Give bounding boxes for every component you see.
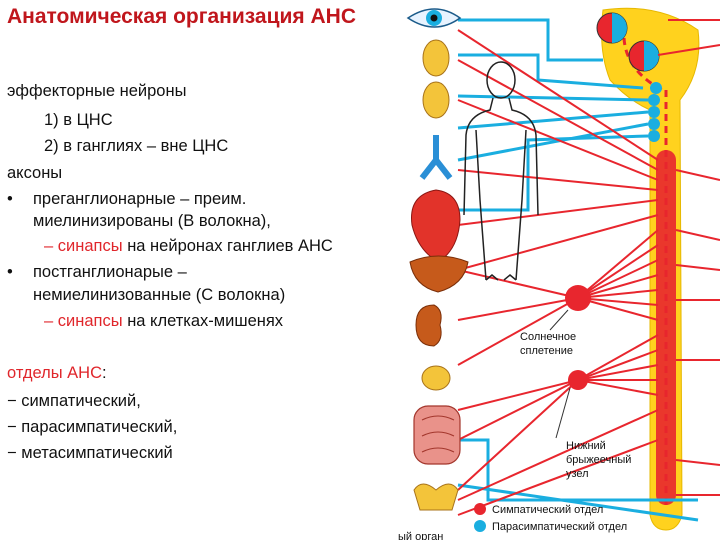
division-item-2: − парасимпатический, <box>7 418 178 436</box>
effectors-item-1: 1) в ЦНС <box>44 111 113 129</box>
divisions-heading: отделы АНС: <box>7 362 107 384</box>
division-item-1: − симпатический, <box>7 392 141 410</box>
axons-heading: аксоны <box>7 164 63 182</box>
mesenteric-ganglion <box>568 370 588 390</box>
brain-nucleus-2 <box>628 40 660 72</box>
symp-chain <box>656 150 676 505</box>
division-item-3: − метасимпатический <box>7 444 173 462</box>
synapse-rest: на нейронах ганглиев АНС <box>127 237 333 255</box>
axons-post: постганглионарые – <box>33 263 187 281</box>
axons-pre-synapse: – синапсы на нейронах ганглиев АНС <box>44 235 333 257</box>
symp-right-fibers <box>657 19 720 496</box>
synapse-word: синапсы <box>57 237 123 255</box>
solar-label-1: Солнечное <box>520 331 576 343</box>
solar-plexus-ganglion <box>565 285 591 311</box>
eye-icon <box>406 8 462 28</box>
legend-para-dot <box>474 520 486 532</box>
para-fibers <box>457 18 699 522</box>
liver-icon <box>409 255 469 293</box>
dash: – <box>44 312 54 330</box>
axons-pre-2: миелинизированы (В волокна), <box>33 212 271 230</box>
synapse-rest: на клетках-мишенях <box>127 312 284 330</box>
ans-diagram: Солнечное сплетение Нижний брыжеечный уз… <box>398 7 720 540</box>
solar-pointer <box>549 309 569 331</box>
mes-label-2: брыжеечный <box>566 454 631 466</box>
intestine-icon <box>413 405 461 465</box>
brain-nucleus-1 <box>596 12 628 44</box>
body-outline <box>463 61 539 281</box>
effectors-item-2: 2) в ганглиях – вне ЦНС <box>44 137 229 155</box>
kidney-icon <box>415 304 442 347</box>
legend-symp-dot <box>474 503 486 515</box>
salivary-gland-icon <box>422 81 450 119</box>
reproductive-organ-icon <box>413 483 459 511</box>
synapse-word: синапсы <box>57 312 123 330</box>
bullet-post: • <box>7 263 13 281</box>
dash: – <box>44 237 54 255</box>
divisions-heading-text: отделы АНС <box>7 364 102 382</box>
effectors-heading: эффекторные нейроны <box>7 82 187 100</box>
axons-pre: преганглионарные – преим. <box>33 190 247 208</box>
axons-post-2: немиелинизованные (С волокна) <box>33 286 286 304</box>
para-nodes <box>648 82 662 142</box>
solar-label-2: сплетение <box>520 345 573 357</box>
mes-pointer <box>555 387 571 439</box>
bullet-pre: • <box>7 190 13 208</box>
mes-label-1: Нижний <box>566 440 606 452</box>
axons-post-synapse: – синапсы на клетках-мишенях <box>44 310 283 332</box>
divisions-colon: : <box>102 364 107 382</box>
page-title: Анатомическая организация АНС <box>7 5 357 28</box>
adrenal-icon <box>421 365 451 391</box>
legend-symp-label: Симпатический отдел <box>492 504 603 516</box>
bottom-cut-label: ый орган <box>398 531 443 540</box>
legend-para-label: Парасимпатический отдел <box>492 521 627 533</box>
heart-icon <box>411 189 461 263</box>
lacrimal-gland-icon <box>422 39 450 77</box>
trachea-icon <box>419 135 453 180</box>
symp-fibers <box>457 29 659 516</box>
mes-label-3: узел <box>566 468 589 480</box>
